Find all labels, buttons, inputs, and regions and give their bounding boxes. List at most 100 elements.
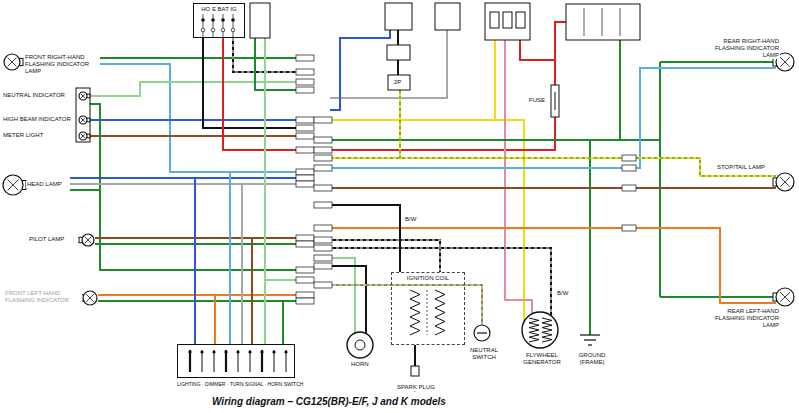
part-label: FRONT RIGHT-HAND FLASHING INDICATOR LAMP	[24, 54, 100, 75]
lamp-symbol	[79, 116, 90, 124]
regulator-box	[435, 3, 460, 30]
wire	[330, 140, 660, 141]
wire	[555, 22, 566, 85]
wire	[398, 60, 399, 75]
part-label: FRONT LEFT-HAND FLASHING INDICATOR	[4, 290, 82, 304]
connector	[296, 181, 314, 187]
wire-core	[214, 295, 216, 344]
wire	[100, 64, 300, 172]
wire	[90, 120, 300, 121]
part-label: HORN	[350, 361, 370, 368]
rectifier-box	[485, 3, 530, 40]
rectifier-cell	[490, 12, 499, 28]
wire-core	[520, 40, 555, 60]
wire	[252, 238, 253, 344]
wire-core	[397, 30, 399, 45]
lamp-symbol	[773, 288, 794, 306]
switch-contact	[221, 18, 225, 22]
wire	[95, 244, 300, 245]
switch-lever	[189, 350, 191, 372]
switch-contact	[201, 18, 205, 22]
wire-core	[90, 135, 300, 137]
wire	[495, 40, 496, 120]
horn-diaphragm	[355, 340, 365, 350]
switch-column	[213, 14, 214, 38]
wire-core	[194, 178, 196, 344]
switch-contact	[284, 350, 287, 353]
connector	[296, 241, 314, 247]
connector	[296, 133, 314, 139]
switch-contact	[260, 350, 263, 353]
lamp-filament	[81, 134, 85, 138]
wire-core	[589, 140, 591, 335]
connector	[314, 225, 332, 231]
wire-core	[100, 64, 300, 172]
winker-relay	[385, 3, 412, 30]
part-label: HEAD LAMP	[26, 181, 63, 188]
wire	[215, 295, 216, 344]
switch-contact	[211, 28, 215, 32]
wire-core	[660, 61, 776, 63]
connector	[296, 55, 314, 61]
switch-lever	[225, 350, 227, 372]
lamp-glass	[776, 173, 794, 191]
combination-switch: LIGHTING · DIMMER · TURN SIGNAL · HORN S…	[177, 344, 295, 390]
switch-contact	[201, 28, 205, 32]
wire-core	[505, 40, 532, 314]
lamp-glass	[82, 234, 94, 246]
wire-core	[251, 238, 253, 344]
ground-symbol	[588, 344, 592, 345]
wire-core	[282, 301, 284, 344]
connector	[314, 117, 332, 123]
fuse-holder	[551, 85, 559, 117]
wire-core	[233, 38, 300, 72]
wire-core	[100, 57, 300, 59]
wire-core	[330, 68, 776, 168]
wire-core	[619, 40, 621, 140]
lamp-glass	[4, 54, 20, 70]
lamp-glass	[79, 116, 87, 124]
meter-housing	[76, 88, 90, 142]
wire-stripe	[330, 158, 776, 176]
wire-core	[399, 90, 401, 158]
wire-core	[330, 30, 390, 110]
lamp-glass	[79, 132, 87, 140]
connector	[296, 277, 314, 283]
wire	[90, 136, 300, 137]
lamp-symbol	[3, 175, 26, 195]
wire-core	[265, 279, 300, 281]
part-label: B/W	[404, 216, 417, 223]
wire-core	[255, 38, 300, 90]
wire	[400, 90, 401, 158]
switch-lever	[261, 350, 263, 372]
wire	[233, 38, 300, 72]
connector	[296, 125, 314, 131]
switch-contact	[224, 350, 227, 353]
switch-contact	[188, 350, 191, 353]
battery-cell-divider	[602, 8, 603, 36]
wire-core	[330, 158, 776, 176]
wire-core	[70, 189, 100, 191]
lamp-filament	[8, 180, 19, 191]
switch-contact	[212, 350, 215, 353]
lamp-glass	[3, 175, 23, 195]
connector	[314, 245, 332, 251]
connector	[296, 169, 314, 175]
wire	[95, 238, 300, 239]
ground-symbol	[580, 334, 600, 335]
wire	[223, 38, 300, 150]
wire-core	[330, 187, 776, 189]
wire	[590, 140, 591, 335]
connector	[622, 185, 636, 191]
wire-harness	[70, 22, 776, 366]
connector	[314, 165, 332, 171]
coil-winding	[435, 290, 445, 335]
wire	[330, 240, 440, 272]
wire-stripe	[233, 38, 300, 72]
connector	[314, 147, 332, 153]
switch-contact	[221, 28, 225, 32]
connector	[296, 298, 314, 304]
coil-winding	[529, 318, 539, 342]
connector	[314, 237, 332, 243]
